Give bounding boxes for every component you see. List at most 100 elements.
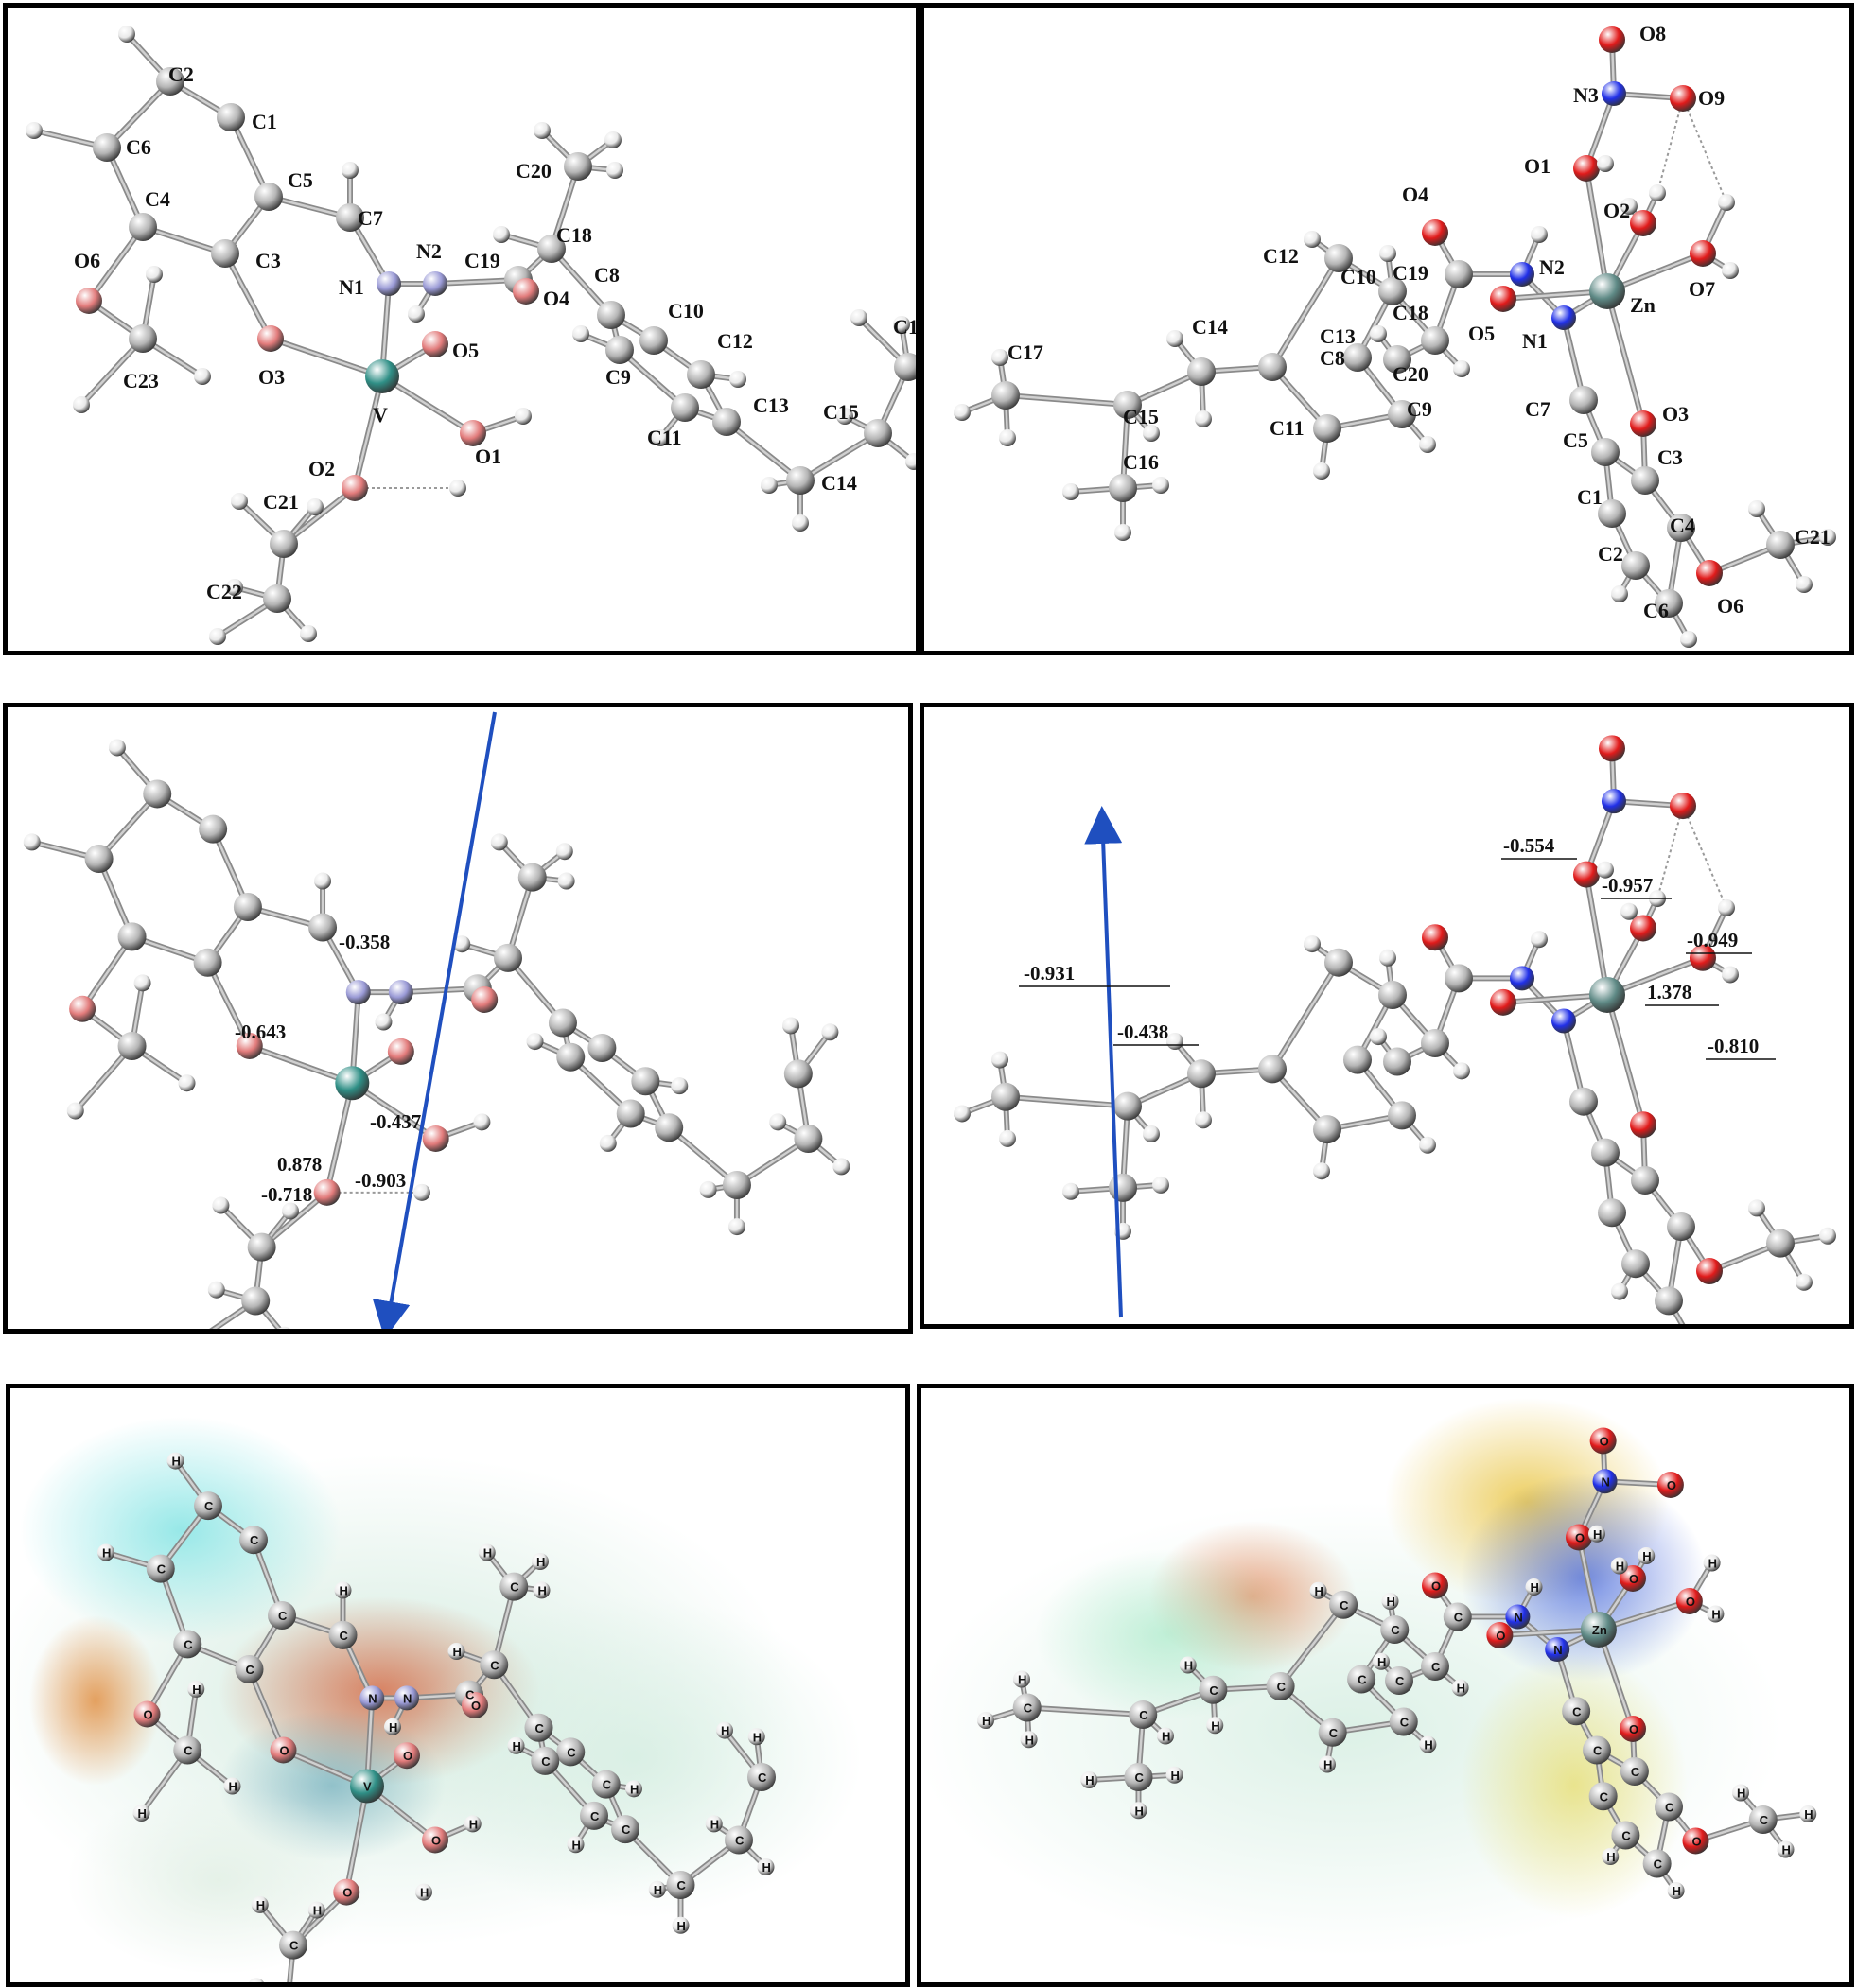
atom-h [1453, 1062, 1470, 1080]
atom-letter: C [204, 1499, 214, 1513]
atom-h [231, 493, 248, 510]
atom-h [1748, 500, 1765, 517]
atom-c [1378, 277, 1407, 305]
atom-o [1696, 560, 1723, 586]
atom-n [423, 271, 447, 296]
atom-h [1732, 1784, 1749, 1802]
atom-h [1597, 861, 1614, 879]
atom-c [605, 336, 634, 364]
atom-letter: C [1024, 1701, 1033, 1716]
atom-letter: H [1387, 1595, 1395, 1609]
atom-label: O6 [74, 249, 100, 272]
atom-h [1309, 1581, 1327, 1599]
atom-letter: O [1496, 1629, 1505, 1643]
atom-n [1602, 81, 1626, 106]
atom-h [567, 1836, 585, 1854]
atom-letter: C [1139, 1708, 1148, 1722]
dipole-arrow [1084, 806, 1123, 1318]
atom-letter: C [1391, 1623, 1400, 1637]
atom-o [1422, 924, 1448, 951]
atom-c [616, 1099, 645, 1128]
atom-label: N2 [416, 239, 442, 263]
atom-letter: H [654, 1883, 662, 1897]
atom-letter: C [1665, 1801, 1674, 1815]
atom-label: C5 [1563, 428, 1588, 452]
atom-h [1419, 1136, 1436, 1154]
atom-h [1451, 1679, 1469, 1697]
atom-h [223, 1777, 241, 1795]
atom-h [507, 1736, 525, 1754]
atom-h [699, 1180, 717, 1198]
atom-h [672, 1916, 690, 1934]
atom-letter: V [363, 1780, 372, 1794]
atom-letter: O [144, 1708, 153, 1722]
atom-letter: H [253, 1979, 261, 1982]
atom-c [591, 1770, 621, 1799]
atom-letter: H [1025, 1733, 1034, 1747]
atom-c [1621, 551, 1650, 580]
atom-label: C16 [1123, 450, 1159, 474]
atom-h [1638, 1547, 1656, 1564]
atom-h [1611, 585, 1628, 602]
atom-n [1545, 1637, 1570, 1662]
atom-label: C11 [1270, 416, 1305, 440]
atom-o [422, 1826, 448, 1854]
potential-surface-region [67, 1786, 370, 1975]
atom-label: C2 [1598, 542, 1623, 566]
atom-h [1013, 1670, 1030, 1688]
atom-c [254, 183, 283, 211]
atom-label: O6 [1717, 594, 1743, 618]
atom-h [212, 1196, 230, 1214]
atom-letter: H [1211, 1718, 1219, 1733]
atom-label: N1 [339, 275, 364, 299]
atom-label: O8 [1639, 22, 1666, 45]
atom-h [1777, 1840, 1795, 1858]
atom-h [146, 266, 163, 283]
atom-n [1602, 789, 1626, 814]
atom-letter: C [1358, 1673, 1367, 1687]
atom-letter: C [1631, 1765, 1640, 1779]
atom-o [257, 325, 284, 352]
atom-n [388, 980, 413, 1005]
bond-highlight [1025, 1706, 1145, 1717]
atom-label: C9 [605, 365, 631, 389]
atom-o [333, 1878, 360, 1906]
atom-h [652, 429, 669, 446]
atom-letter: H [572, 1838, 581, 1852]
atom-label: C13 [753, 393, 789, 417]
atom-c [687, 360, 715, 389]
atom-c [655, 1113, 684, 1142]
atom-letter: C [1454, 1611, 1463, 1625]
atom-h [606, 162, 623, 179]
atom-letter: C [465, 1688, 475, 1702]
atom-o [1690, 240, 1716, 267]
atom-c [1385, 1666, 1413, 1695]
atom-label: N2 [1539, 255, 1565, 279]
atom-h [999, 1129, 1016, 1147]
atom-c [1598, 499, 1626, 528]
atom-h [999, 429, 1016, 446]
atom-h [1620, 902, 1638, 920]
atom-h [97, 1543, 114, 1561]
atom-letter: C [1760, 1813, 1769, 1827]
atom-label: C17 [1007, 340, 1043, 364]
atom-h [464, 1815, 482, 1833]
atom-n [394, 1685, 419, 1711]
atom-c [1258, 1055, 1287, 1084]
atom-letter: H [1642, 1549, 1651, 1563]
atom-h [307, 1901, 325, 1919]
atom-c [247, 1232, 276, 1262]
atom-label: C11 [647, 426, 682, 449]
atom-letter: C [1340, 1598, 1349, 1613]
atom-h [449, 480, 466, 497]
atom-h [1819, 1227, 1836, 1245]
atom-c [1124, 1763, 1153, 1791]
atom-c [1667, 1212, 1695, 1241]
atom-o [270, 1736, 297, 1764]
bond-highlight [87, 225, 145, 303]
atom-c [129, 213, 157, 241]
